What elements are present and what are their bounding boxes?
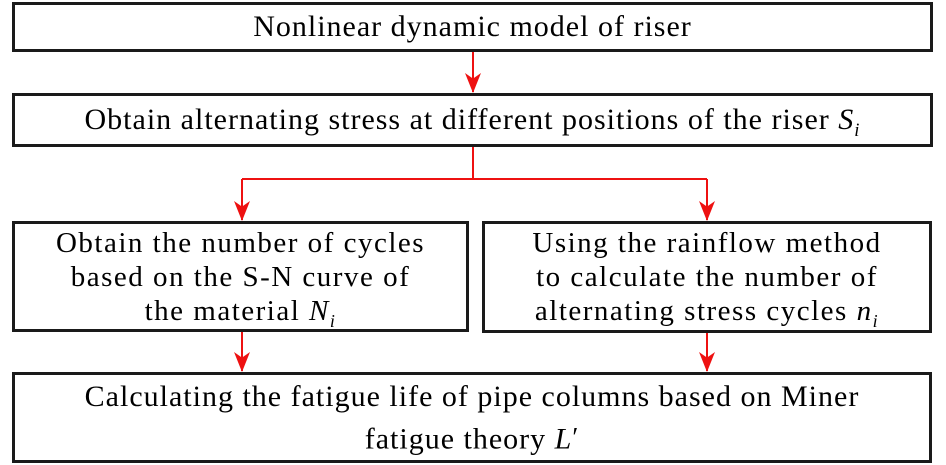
box-nonlinear-model-text: Nonlinear dynamic model of riser [253,10,692,43]
fatigue-line-2-text: fatigue theory [364,422,555,456]
rainflow-variable-subscript: i [872,310,880,331]
box-nonlinear-model: Nonlinear dynamic model of riser [12,2,933,52]
sn-line-3: the material Ni [144,294,337,331]
sn-line-2: based on the S-N curve of [70,260,411,293]
box-sn-curve-cycles: Obtain the number of cycles based on the… [12,221,469,332]
stress-variable: S [838,103,855,136]
sn-variable-subscript: i [329,310,337,331]
sn-variable: N [309,294,330,327]
fatigue-line-2: fatigue theory L′ [365,417,580,460]
box-alternating-stress-text: Obtain alternating stress at different p… [84,103,861,140]
fatigue-variable: L [554,422,573,456]
sn-line-3-text: the material [144,294,310,327]
fatigue-line-1: Calculating the fatigue life of pipe col… [84,379,860,413]
rainflow-line-1: Using the rainflow method [532,227,882,259]
box-rainflow-method: Using the rainflow method to calculate t… [482,221,932,333]
rainflow-line-3: alternating stress cycles ni [534,294,880,331]
sn-line-1: Obtain the number of cycles [55,226,426,259]
rainflow-line-2: to calculate the number of [536,261,878,293]
rainflow-variable: n [856,295,873,327]
box-alternating-stress: Obtain alternating stress at different p… [12,93,933,147]
box-miner-fatigue-life: Calculating the fatigue life of pipe col… [12,372,932,463]
stress-variable-subscript: i [854,120,861,141]
fatigue-variable-prime: ′ [572,421,580,452]
stress-text: Obtain alternating stress at different p… [84,103,839,136]
rainflow-line-3-text: alternating stress cycles [534,295,857,327]
